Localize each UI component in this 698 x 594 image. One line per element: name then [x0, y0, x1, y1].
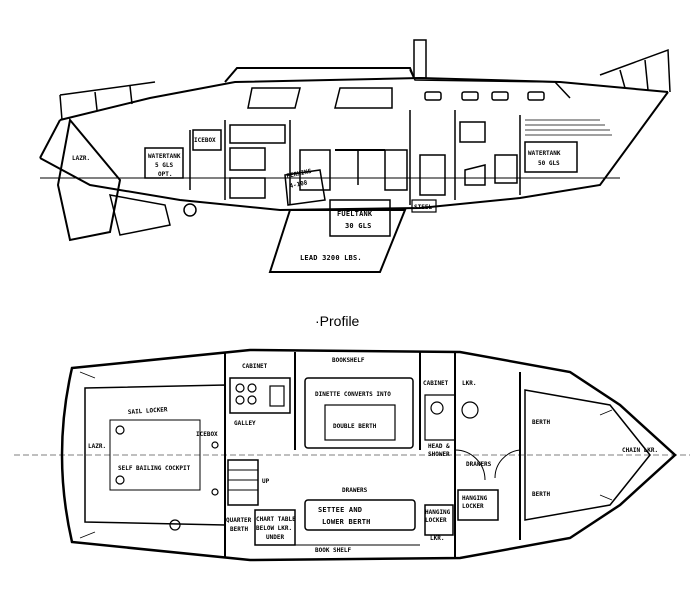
- portlight-4: [461, 91, 479, 101]
- lower-berth-label: LOWER BERTH: [322, 518, 371, 526]
- settee-label: SETTEE AND: [318, 506, 362, 514]
- lazr-label: LAZR.: [72, 155, 90, 162]
- self-bailing-label: SELF BAILING COCKPIT: [118, 465, 191, 472]
- deck-line: [59, 76, 669, 121]
- steel-label: STEEL: [414, 204, 432, 211]
- lkr-bottom-label: LKR.: [430, 535, 444, 542]
- hanging-fwd-label: HANGING: [462, 495, 488, 502]
- galley-label: GALLEY: [234, 420, 256, 427]
- mast-stub: [413, 39, 427, 79]
- plan-view: CABINET BOOKSHELF CABINET LKR. SAIL LOCK…: [14, 348, 690, 562]
- profile-caption: ·Profile: [315, 313, 360, 329]
- plan-hull-outline: [60, 348, 677, 562]
- hanging-locker-label: HANGING: [425, 509, 451, 516]
- bookshelf-label: BOOKSHELF: [332, 357, 365, 364]
- berth-bottom-label: BERTH: [532, 491, 550, 498]
- cabinet-fwd-label: CABINET: [423, 380, 449, 387]
- berth-top-label: BERTH: [532, 419, 550, 426]
- profile-view: LAZR. WATERTANK 5 GLS OPT. ICEBOX PERKIN…: [39, 39, 671, 273]
- head-label: HEAD &: [428, 443, 450, 450]
- hanging-fwd-label-2: LOCKER: [462, 503, 484, 510]
- plan-icebox-label: ICEBOX: [196, 431, 218, 438]
- lead-label: LEAD 3200 LBS.: [300, 254, 362, 262]
- portlight-5: [491, 91, 509, 101]
- portlight-3: [424, 91, 442, 101]
- quarter-berth-label: BERTH: [230, 526, 248, 533]
- fueltank-capacity: 30 GLS: [345, 222, 372, 230]
- sail-locker-label: SAIL LOCKER: [128, 406, 169, 416]
- chart-under-label: UNDER: [266, 534, 284, 541]
- keel: [268, 209, 407, 273]
- lkr-top-label: LKR.: [462, 380, 476, 387]
- aft-watertank-opt: OPT.: [158, 171, 172, 178]
- hanging-locker-label-2: LOCKER: [425, 517, 447, 524]
- cabinet-aft-label: CABINET: [242, 363, 268, 370]
- aft-watertank-capacity: 5 GLS: [155, 162, 173, 169]
- double-berth-label: DOUBLE BERTH: [333, 423, 377, 430]
- bow-pulpit: [599, 48, 671, 93]
- rudder: [56, 117, 122, 242]
- portlight-1: [247, 87, 301, 109]
- perkins-model: 4-108: [289, 179, 309, 190]
- up-label: UP: [262, 478, 270, 485]
- fwd-watertank-label: WATERTANK: [528, 150, 561, 157]
- aft-watertank-label: WATERTANK: [148, 153, 181, 160]
- plan-lazr-label: LAZR.: [88, 443, 106, 450]
- forward-cabin-top: [409, 69, 571, 99]
- aft-pulpit: [59, 81, 156, 121]
- fueltank-label: FUELTANK: [337, 210, 373, 218]
- quarter-label: QUARTER: [226, 517, 252, 524]
- fwd-watertank-capacity: 50 GLS: [538, 160, 560, 167]
- dinette-label: DINETTE CONVERTS INTO: [315, 391, 391, 398]
- propeller: [183, 203, 197, 217]
- book-shelf-bottom-label: BOOK SHELF: [315, 547, 352, 554]
- profile-icebox-label: ICEBOX: [194, 137, 216, 144]
- chain-lkr-label: CHAIN LKR.: [622, 447, 658, 454]
- shower-label: SHOWER: [428, 451, 450, 458]
- skeg: [108, 194, 171, 236]
- chart-below-label: BELOW LKR.: [256, 525, 292, 532]
- portlight-2: [334, 87, 393, 109]
- drawers-fwd-label: DRAWERS: [466, 461, 492, 468]
- chart-table-label: CHART TABLE: [256, 516, 296, 523]
- drawers-main-label: DRAWERS: [342, 487, 368, 494]
- portlight-6: [527, 91, 545, 101]
